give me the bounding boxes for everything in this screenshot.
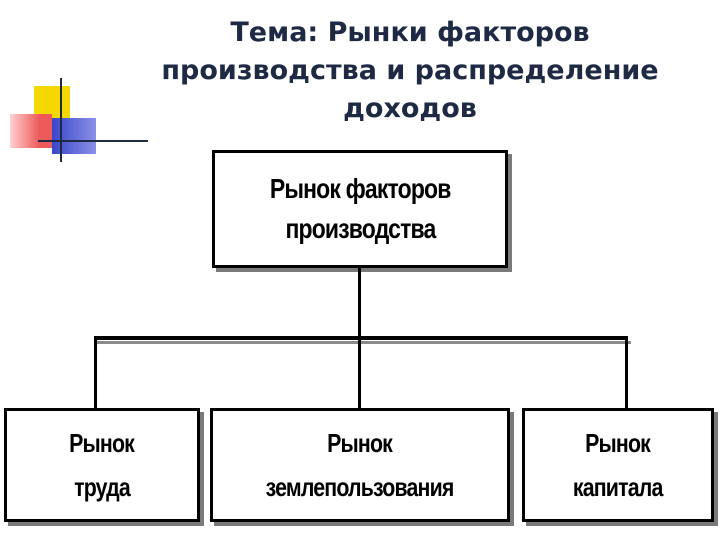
root-box-line-2: производства: [284, 213, 436, 244]
connector-middle-drop: [358, 336, 361, 408]
slide-title: Тема: Рынки факторов производства и расп…: [130, 14, 690, 128]
connector-left-drop: [94, 336, 97, 408]
decor-red-square: [10, 114, 52, 148]
child-box-land-line-2: землепользования: [266, 472, 455, 502]
child-box-labor-market: Рынок труда: [4, 408, 200, 522]
title-line-1: Тема: Рынки факторов: [230, 17, 590, 48]
title-line-2: производства и распределение: [161, 55, 659, 86]
connector-root-stem: [358, 268, 361, 338]
child-box-capital-line-2: капитала: [573, 472, 663, 502]
decor-horizontal-line: [38, 140, 148, 142]
root-box-factor-markets: Рынок факторов производства: [212, 150, 508, 268]
connector-shadow: [97, 341, 631, 344]
child-box-land-line-1: Рынок: [327, 428, 394, 458]
decor-blue-square: [52, 118, 96, 154]
child-box-labor-line-1: Рынок: [69, 428, 136, 458]
child-box-capital-market: Рынок капитала: [522, 408, 714, 522]
connector-right-drop: [625, 336, 628, 408]
child-box-labor-line-2: труда: [74, 472, 131, 502]
root-box-line-1: Рынок факторов: [269, 173, 452, 204]
decor-vertical-line: [60, 78, 62, 162]
child-box-capital-line-1: Рынок: [585, 428, 652, 458]
title-line-3: доходов: [343, 93, 477, 124]
child-box-land-market: Рынок землепользования: [210, 408, 510, 522]
connector-horizontal-bar: [94, 336, 628, 340]
